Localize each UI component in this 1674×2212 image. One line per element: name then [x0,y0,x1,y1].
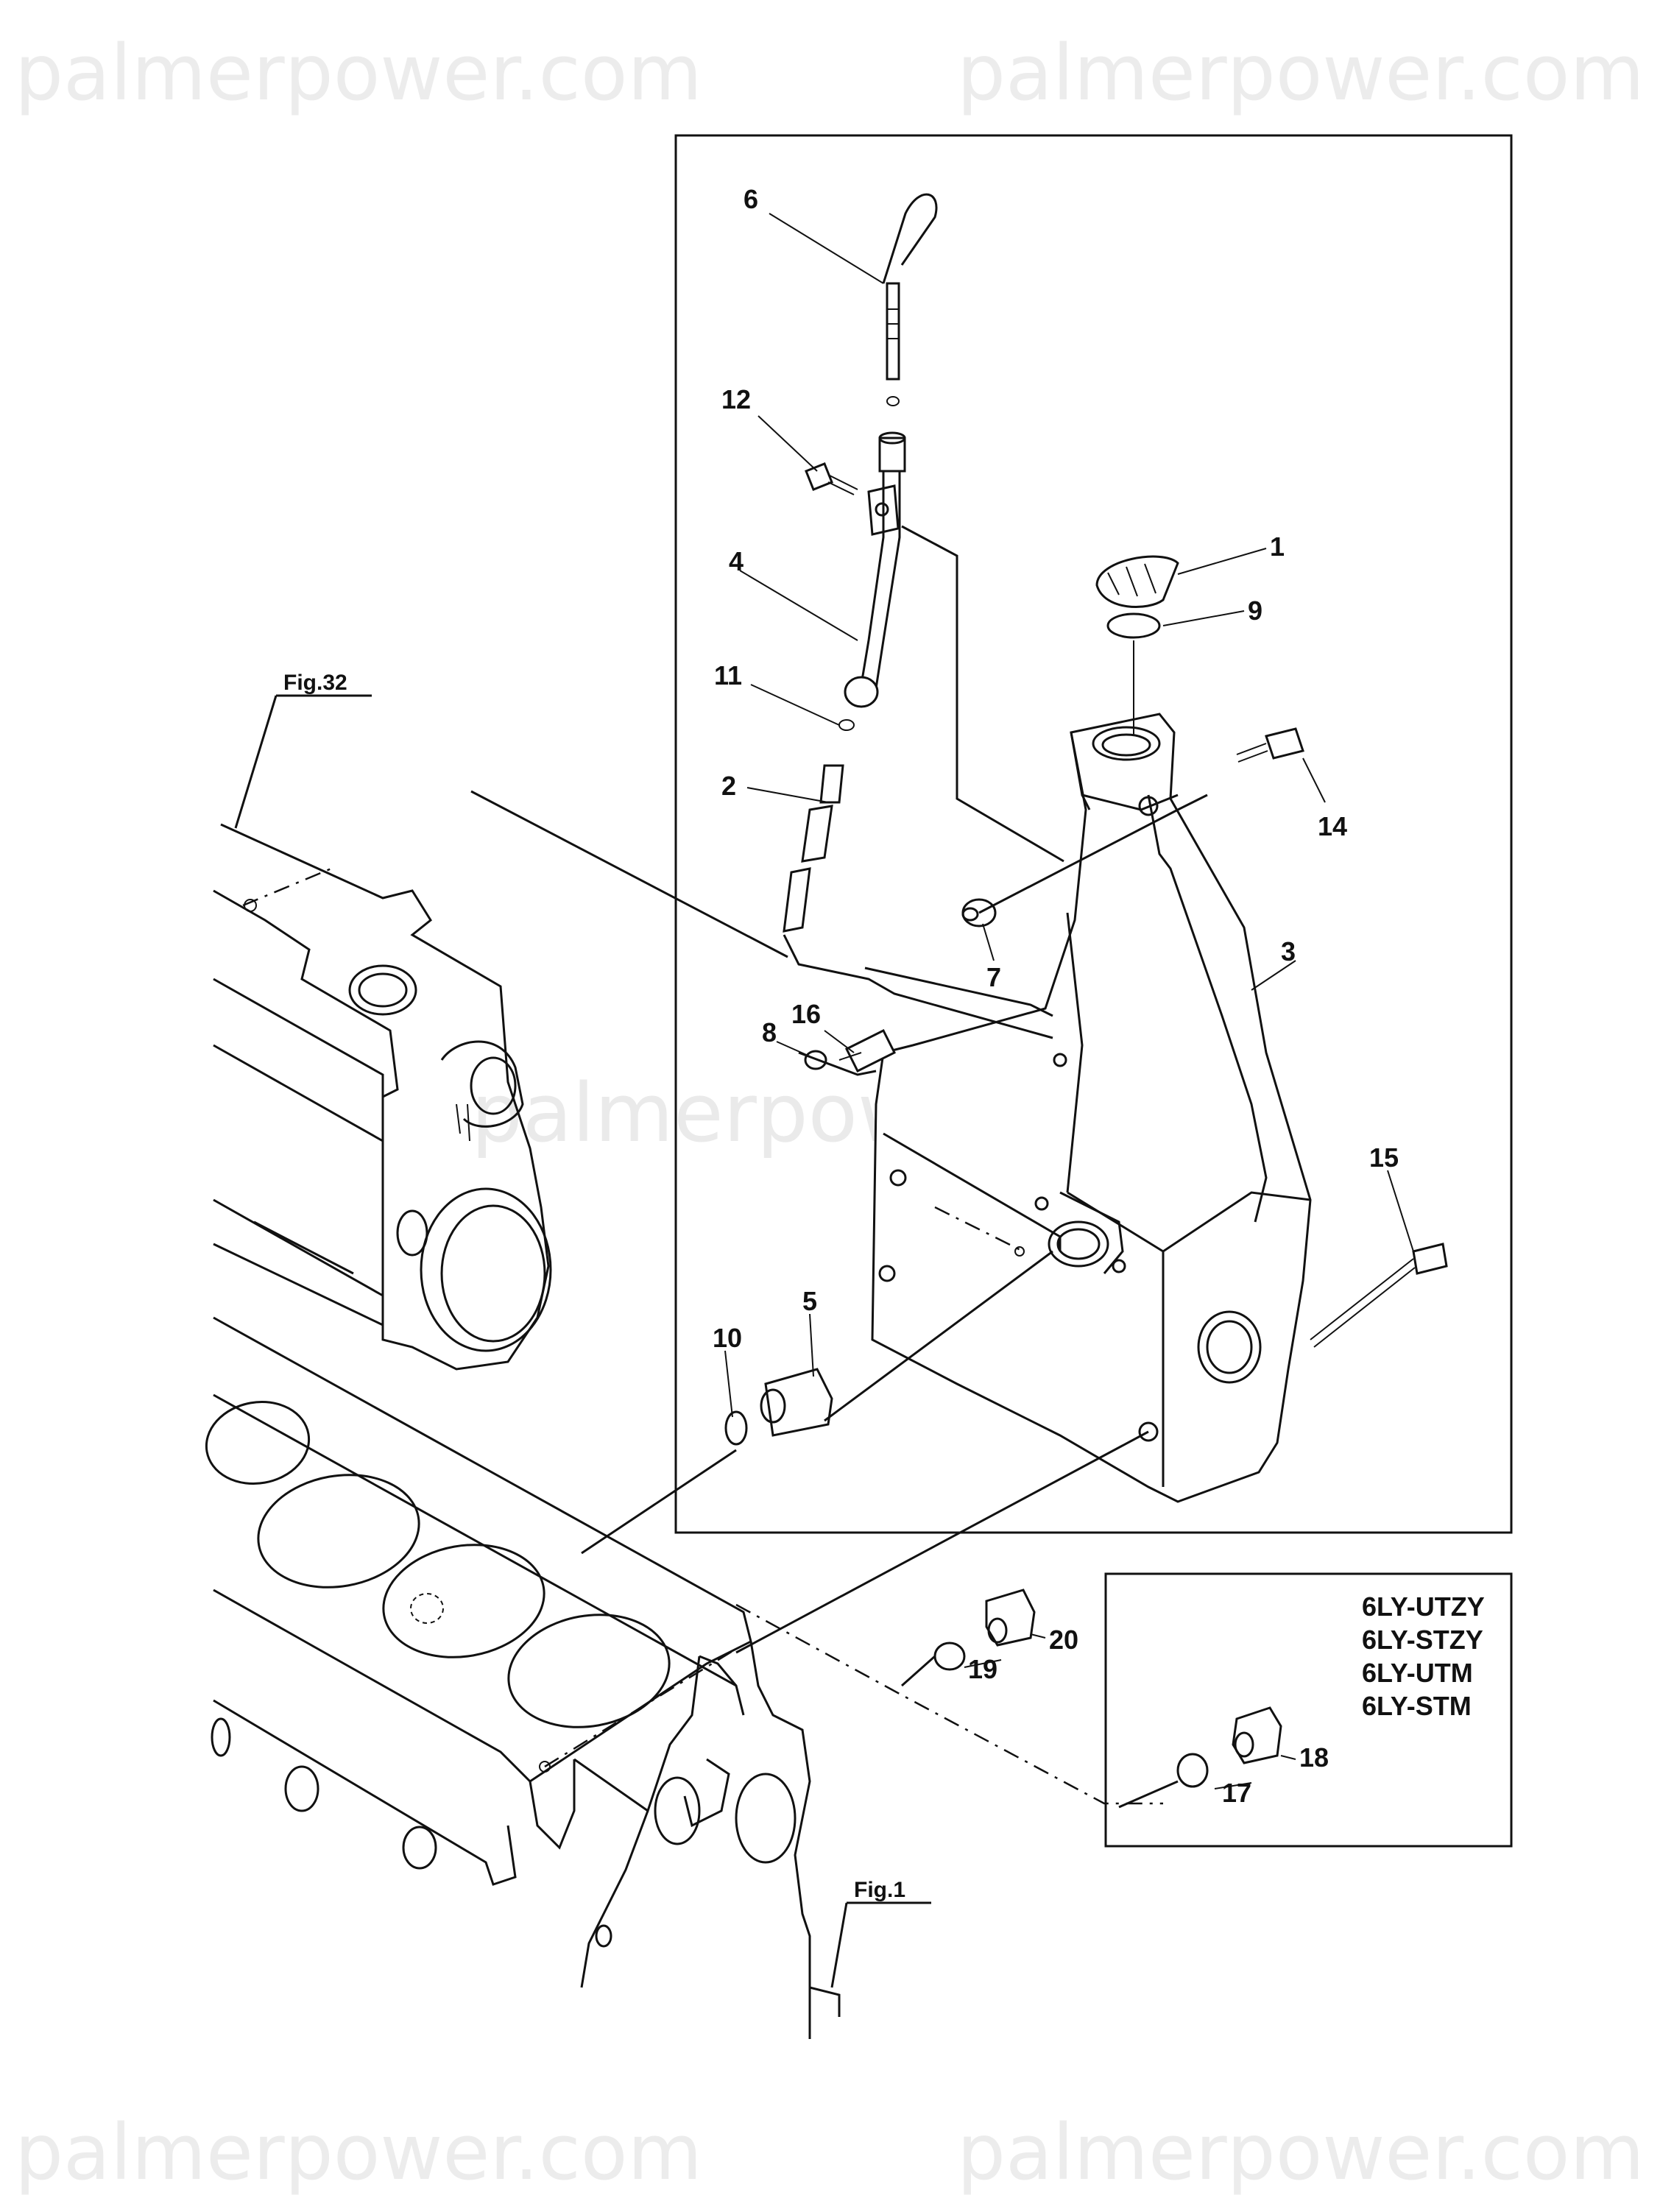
engine-block-drawing [205,823,841,2039]
watermark-bottom-left: palmerpower.com [15,2107,702,2197]
callout-4: 4 [729,546,744,576]
callout-12: 12 [721,384,751,414]
watermark-bottom-right: palmerpower.com [957,2107,1645,2197]
callout-10: 10 [713,1323,742,1353]
model-variant-4: 6LY-STM [1362,1691,1472,1721]
callout-8: 8 [762,1017,777,1047]
watermark-top-right: palmerpower.com [957,28,1645,118]
callout-15: 15 [1369,1142,1399,1173]
callout-7: 7 [986,962,1001,992]
figure-ref-upper: Fig.32 [283,671,347,695]
model-variant-1: 6LY-UTZY [1362,1591,1485,1622]
callout-14: 14 [1318,811,1347,841]
variant-parts-drawing [901,1589,1282,1809]
callout-9: 9 [1248,596,1262,626]
watermark-top-left: palmerpower.com [15,28,702,118]
callout-6: 6 [744,184,758,214]
callout-3: 3 [1281,936,1296,967]
callout-leaders [234,213,1414,1988]
callout-18: 18 [1299,1742,1329,1773]
callout-11: 11 [714,660,742,690]
callout-16: 16 [791,999,821,1029]
callout-19: 19 [968,1654,997,1684]
callout-20: 20 [1049,1625,1078,1655]
model-variant-list: 6LY-UTZY 6LY-STZY 6LY-UTM 6LY-STM [1362,1591,1485,1721]
model-variant-3: 6LY-UTM [1362,1658,1473,1688]
callout-1: 1 [1270,531,1285,562]
variant-frame [1104,1572,1513,1848]
figure-ref-lower: Fig.1 [854,1878,905,1902]
callout-2: 2 [721,771,736,801]
model-variant-2: 6LY-STZY [1362,1625,1483,1655]
oil-filler-assembly-drawing [470,193,1448,1805]
callout-17: 17 [1222,1778,1251,1808]
callout-5: 5 [802,1286,817,1316]
detail-frame [674,134,1513,1534]
